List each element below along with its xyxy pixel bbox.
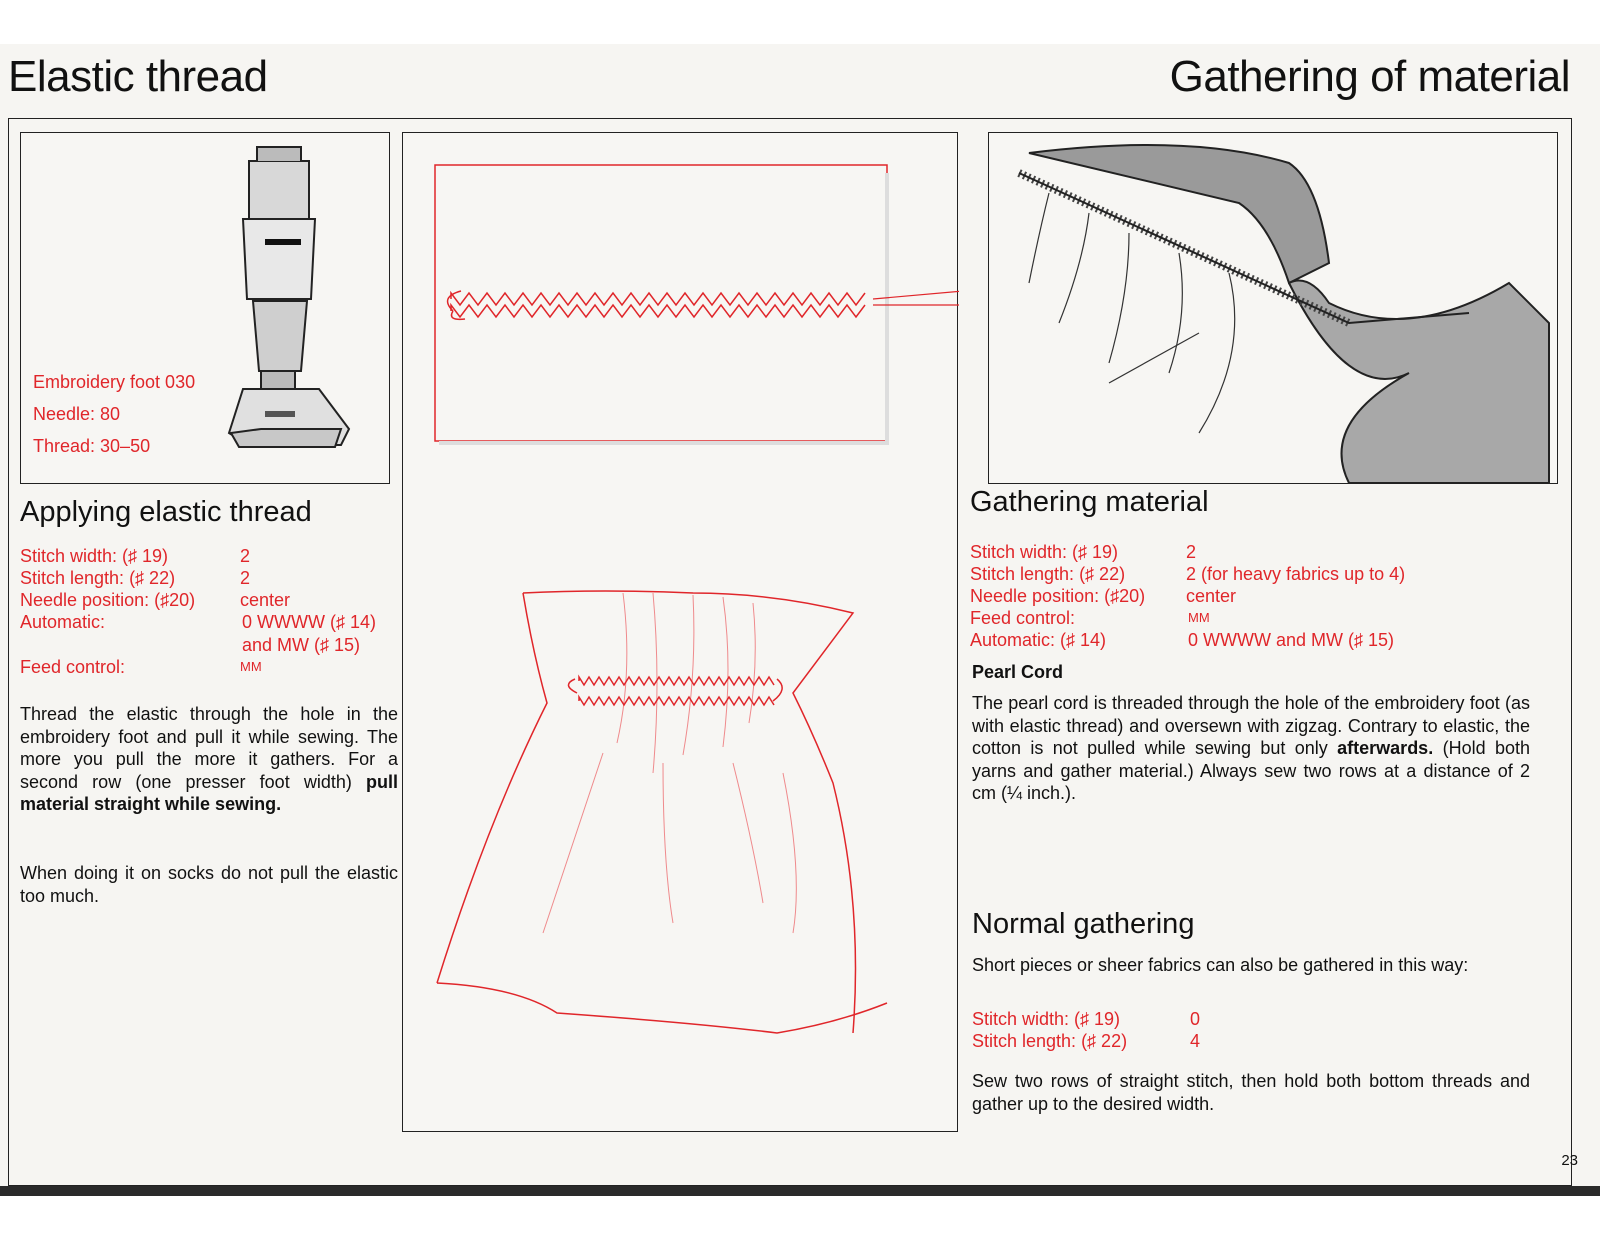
gathering-row-value: 2	[1186, 542, 1197, 562]
applying-row-label: Needle position: (♯20)	[20, 590, 196, 610]
gathering-row-label: Automatic: (♯ 14)	[970, 630, 1107, 650]
page-frame	[8, 118, 1572, 1186]
gathering-illustration-box	[988, 132, 1558, 484]
pearl-text: The pearl cord is threaded through the h…	[972, 693, 1530, 758]
applying-text: Thread the elastic through the hole in t…	[20, 704, 398, 792]
applying-row-label: Stitch width: (♯ 19)	[20, 546, 169, 566]
applying-heading: Applying elastic thread	[20, 496, 312, 528]
applying-row-value: 2	[240, 568, 251, 588]
zigzag-elastic-sample	[434, 164, 959, 445]
middle-illustration-box	[402, 132, 959, 1132]
needle-label: Needle: 80	[33, 404, 121, 424]
section-title-elastic-thread: Elastic thread	[8, 52, 268, 101]
pearl-emphasis: afterwards.	[1337, 738, 1434, 758]
normal-row-value: 4	[1190, 1031, 1201, 1051]
applying-row-label: Stitch length: (♯ 22)	[20, 568, 176, 588]
applying-emphasis: pull material straight while sewing.	[20, 771, 398, 815]
gathering-row-label: Needle position: (♯20)	[970, 586, 1146, 606]
gathering-row-label: Stitch width: (♯ 19)	[970, 542, 1119, 562]
normal-gathering-heading: Normal gathering	[972, 908, 1195, 940]
applying-row-label: Feed control:	[20, 657, 126, 677]
normal-gathering-paragraph: Sew two rows of straight stitch, then ho…	[972, 1071, 1530, 1114]
hands-gathering-illustration	[1017, 144, 1550, 484]
gathering-row-value: center	[1186, 586, 1237, 606]
normal-gathering-intro: Short pieces or sheer fabrics can also b…	[972, 955, 1469, 975]
applying-paragraph: Thread the elastic through the hole in t…	[20, 703, 398, 816]
page-number: 23	[1561, 1152, 1578, 1169]
normal-row-value: 0	[1190, 1009, 1201, 1029]
foot-label: Embroidery foot 030	[33, 372, 196, 392]
applying-row-label: Automatic:	[20, 612, 106, 632]
feed-control-symbol: MM	[1188, 610, 1210, 625]
pearl-cord-heading: Pearl Cord	[972, 662, 1064, 682]
foot-illustration-box: Embroidery foot 030 Needle: 80 Thread: 3…	[20, 132, 390, 484]
normal-row-label: Stitch length: (♯ 22)	[972, 1031, 1128, 1051]
gathered-fabric-sample	[436, 590, 888, 1034]
normal-row-label: Stitch width: (♯ 19)	[972, 1009, 1121, 1029]
gathering-heading: Gathering material	[970, 486, 1209, 518]
gathering-row-label: Stitch length: (♯ 22)	[970, 564, 1126, 584]
applying-row-value: and MW (♯ 15)	[242, 635, 361, 655]
gathering-row-value: 0 WWWW and MW (♯ 15)	[1188, 630, 1394, 650]
gathering-row-value: 2 (for heavy fabrics up to 4)	[1186, 564, 1406, 584]
feed-control-symbol: MM	[240, 659, 262, 674]
gathering-row-label: Feed control:	[970, 608, 1076, 628]
section-title-gathering: Gathering of material	[1169, 52, 1571, 101]
applying-row-value: 2	[240, 546, 251, 566]
applying-row-value: center	[240, 590, 291, 610]
page-edge-shadow	[0, 1186, 1600, 1196]
embroidery-foot-illustration	[227, 146, 351, 448]
pearl-text: (Hold both yarns and gather material.) A…	[972, 738, 1530, 803]
thread-label: Thread: 30–50	[33, 436, 151, 456]
socks-paragraph: When doing it on socks do not pull the e…	[20, 863, 398, 906]
pearl-cord-paragraph: The pearl cord is threaded through the h…	[972, 692, 1530, 805]
applying-row-value: 0 WWWW (♯ 14)	[242, 612, 376, 632]
